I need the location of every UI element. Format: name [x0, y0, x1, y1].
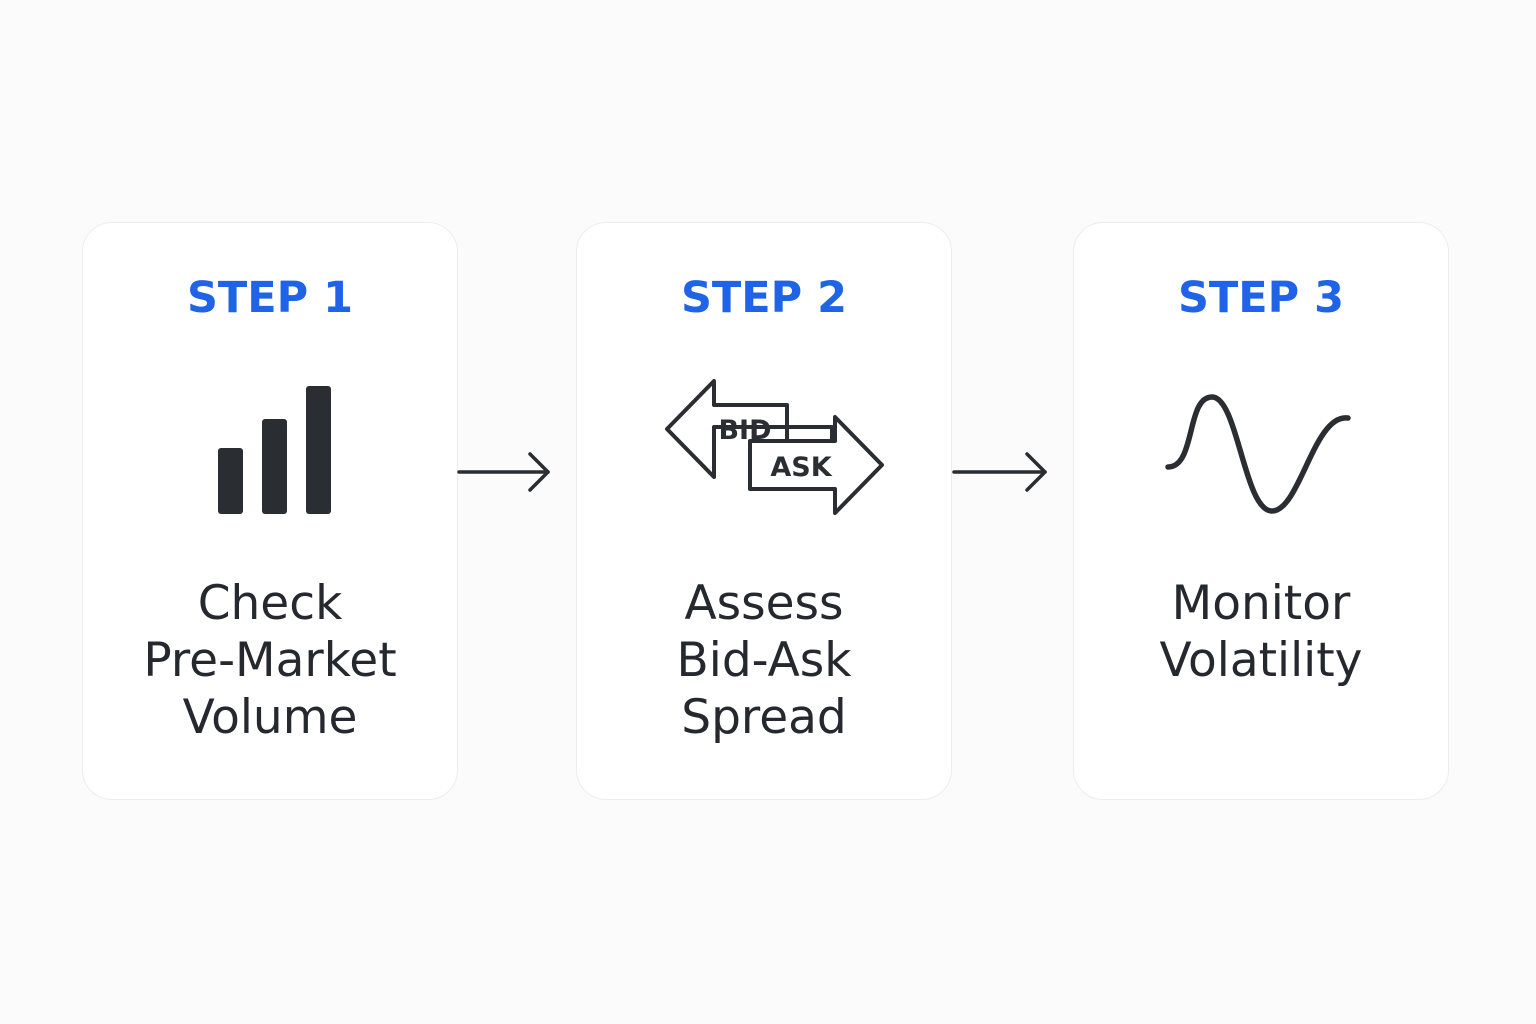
wave-icon — [1074, 373, 1448, 523]
step-card-1: STEP 1 Check Pre-Market Volume — [82, 222, 458, 800]
bid-ask-arrows-icon: BID ASK — [577, 373, 951, 523]
step-label: STEP 2 — [680, 273, 848, 323]
bar-chart-icon — [83, 373, 457, 523]
arrow-right-icon — [456, 448, 556, 496]
step-card-2: STEP 2 BID ASK Assess Bid-Ask Spread — [576, 222, 952, 800]
step-label: STEP 3 — [1177, 273, 1345, 323]
step-title: Monitor Volatility — [1159, 576, 1363, 688]
arrow-right-icon — [951, 448, 1051, 496]
step-title: Check Pre-Market Volume — [143, 576, 397, 745]
ask-label: ASK — [770, 452, 832, 483]
step-title: Assess Bid-Ask Spread — [676, 576, 852, 745]
step-card-3: STEP 3 Monitor Volatility — [1073, 222, 1449, 800]
bid-label: BID — [718, 415, 771, 446]
step-label: STEP 1 — [186, 273, 354, 323]
